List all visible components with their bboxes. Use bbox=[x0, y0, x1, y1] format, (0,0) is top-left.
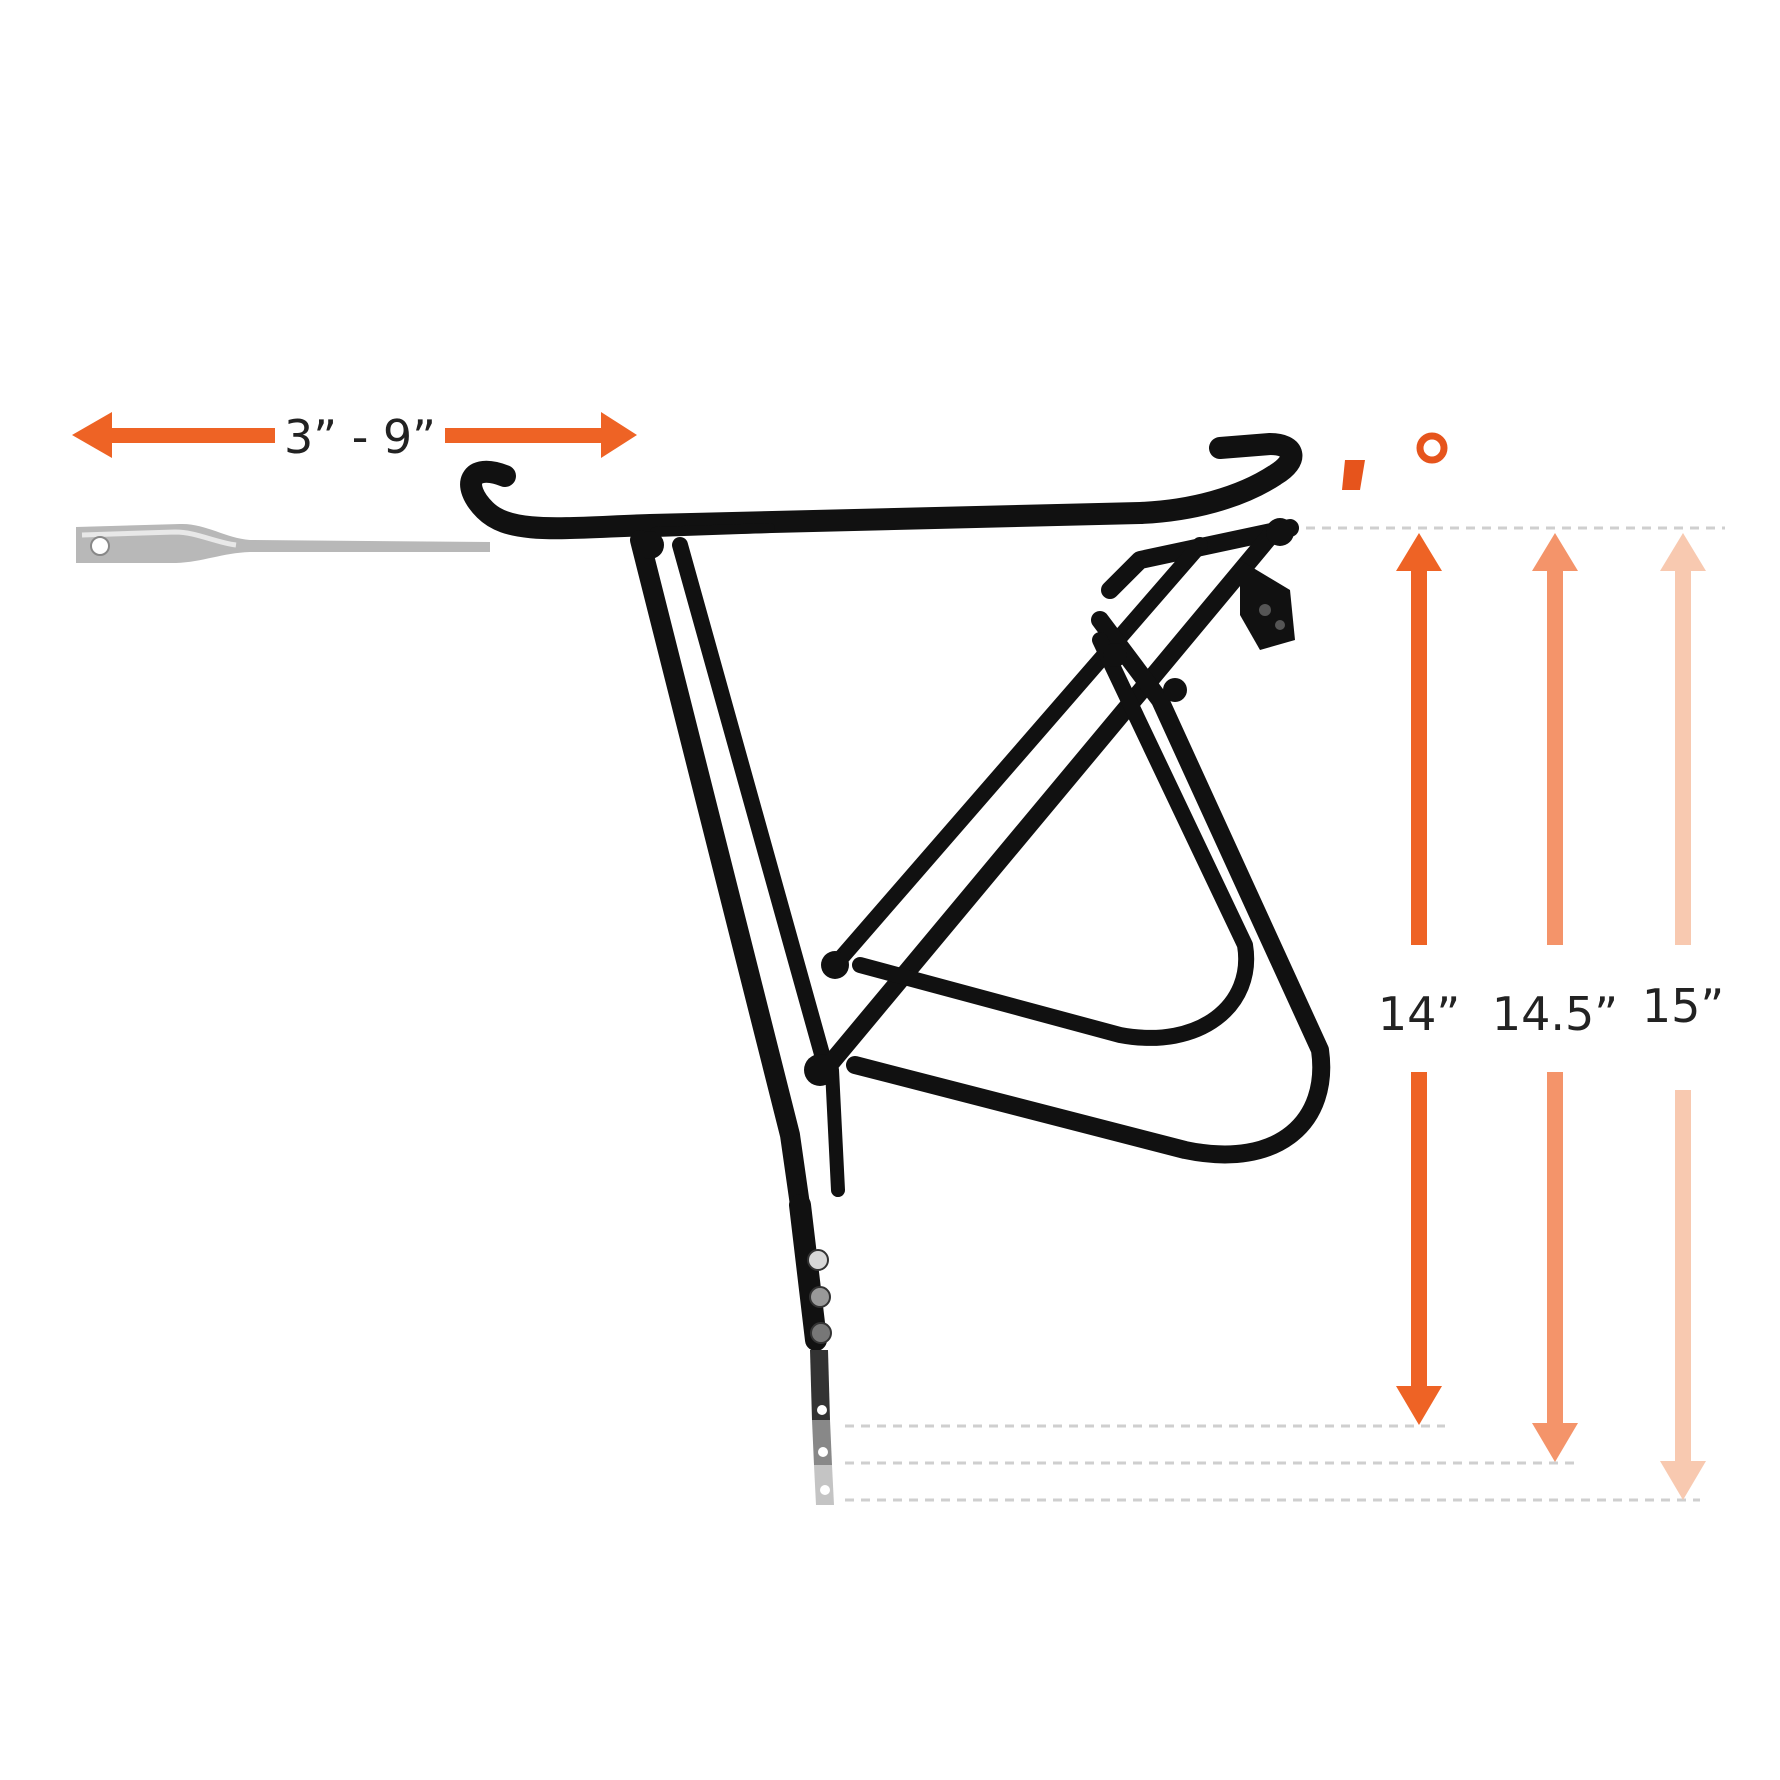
height-arrow-14-5-bottom-shaft bbox=[1547, 1072, 1563, 1427]
height-label-15: 15” bbox=[1642, 979, 1724, 1033]
height-label-14-5: 14.5” bbox=[1492, 987, 1618, 1041]
height-arrow-14-bottom-shaft bbox=[1411, 1072, 1427, 1392]
reflector-icon bbox=[1342, 432, 1448, 490]
height-arrow-14-top-shaft bbox=[1411, 565, 1427, 945]
guide-lines bbox=[845, 526, 1725, 1502]
height-arrow-15-bottom-shaft bbox=[1675, 1090, 1691, 1465]
height-label-14: 14” bbox=[1378, 987, 1460, 1041]
strut-length-label: 3” - 9” bbox=[284, 410, 436, 464]
height-arrow-15-top-shaft bbox=[1675, 565, 1691, 945]
height-arrow-14-5-top-shaft bbox=[1547, 565, 1563, 945]
strut-arrow-left-shaft bbox=[108, 428, 275, 443]
height-arrow-14-5-bottom-head bbox=[1532, 1423, 1578, 1462]
strut-arrow-left-head bbox=[72, 412, 112, 458]
height-arrow-15-top-head bbox=[1660, 533, 1706, 571]
height-arrow-14-5-top-head bbox=[1532, 533, 1578, 571]
height-arrow-14-bottom-head bbox=[1396, 1386, 1442, 1425]
strut-arrow-right-shaft bbox=[445, 428, 605, 443]
height-arrow-15-bottom-head bbox=[1660, 1461, 1706, 1500]
rack-icon bbox=[460, 433, 1331, 1505]
strut-icon bbox=[76, 523, 490, 563]
strut-length-arrow: 3” - 9” bbox=[72, 410, 637, 464]
strut-arrow-right-head bbox=[601, 412, 637, 458]
height-arrow-14: 14” bbox=[1378, 533, 1460, 1425]
height-arrow-15: 15” bbox=[1642, 533, 1724, 1500]
height-arrow-14-5: 14.5” bbox=[1492, 533, 1618, 1462]
height-arrow-14-top-head bbox=[1396, 533, 1442, 571]
